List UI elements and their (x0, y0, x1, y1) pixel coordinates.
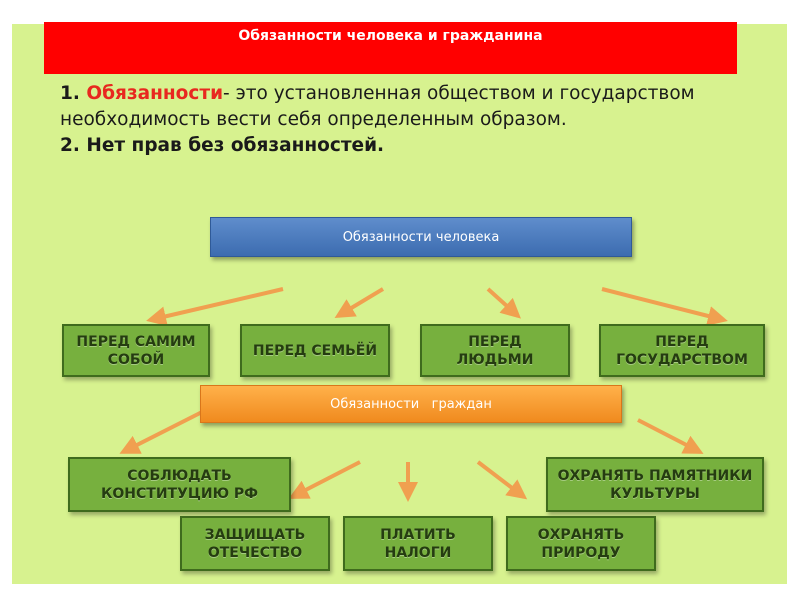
human-duties-header: Обязанности человека (210, 217, 632, 257)
arrow-citizen-nature (476, 460, 528, 500)
box-before-state: ПЕРЕД ГОСУДАРСТВОМ (599, 324, 765, 377)
citizen-duties-header: Обязанности граждан (200, 385, 622, 423)
item-number-1: 1. (60, 83, 87, 104)
arrow-human-self (146, 287, 284, 327)
box-label: ОХРАНЯТЬ ПАМЯТНИКИ КУЛЬТУРЫ (557, 467, 753, 502)
box-label: СОБЛЮДАТЬ КОНСТИТУЦИЮ РФ (100, 467, 259, 502)
box-before-family: ПЕРЕД СЕМЬЁЙ (240, 324, 390, 377)
box-before-people: ПЕРЕД ЛЮДЬМИ (420, 324, 570, 377)
box-pay-taxes: ПЛАТИТЬ НАЛОГИ (343, 516, 493, 571)
arrow-human-state (601, 287, 728, 326)
box-label: ПЕРЕД ГОСУДАРСТВОМ (616, 333, 748, 368)
box-label: ОХРАНЯТЬ ПРИРОДУ (537, 526, 625, 561)
definition-body: - это установленная обществом и государс… (60, 83, 695, 130)
slide-title: Обязанности человека и гражданина (238, 28, 543, 44)
definition-text: 1. Обязанности- это установленная общест… (60, 81, 750, 159)
definition-paragraph: 1. Обязанности- это установленная общест… (60, 81, 750, 133)
highlighted-term: Обязанности (86, 83, 224, 104)
box-label: ПЕРЕД ЛЮДЬМИ (456, 333, 534, 368)
box-label: ПЕРЕД СЕМЬЁЙ (252, 342, 378, 359)
box-label: ПЛАТИТЬ НАЛОГИ (380, 526, 456, 561)
box-label: ЗАЩИЩАТЬ ОТЕЧЕСТВО (204, 526, 306, 561)
human-duties-header-label: Обязанности человека (342, 229, 500, 245)
arrow-citizen-defend (288, 460, 361, 499)
arrow-human-family (334, 287, 385, 319)
arrow-citizen-constitution (119, 408, 207, 454)
statement-2: 2. Нет прав без обязанностей. (60, 135, 385, 156)
citizen-duties-header-label: Обязанности граждан (330, 396, 492, 412)
arrow-human-people (486, 287, 521, 319)
box-protect-monuments: ОХРАНЯТЬ ПАМЯТНИКИ КУЛЬТУРЫ (546, 457, 764, 512)
box-label: ПЕРЕД САМИМ СОБОЙ (76, 333, 196, 368)
box-defend-fatherland: ЗАЩИЩАТЬ ОТЕЧЕСТВО (180, 516, 330, 571)
title-bar: Обязанности человека и гражданина (44, 22, 737, 74)
box-before-oneself: ПЕРЕД САМИМ СОБОЙ (62, 324, 210, 377)
box-observe-constitution: СОБЛЮДАТЬ КОНСТИТУЦИЮ РФ (68, 457, 291, 512)
arrow-citizen-monuments (637, 418, 704, 454)
box-protect-nature: ОХРАНЯТЬ ПРИРОДУ (506, 516, 656, 571)
